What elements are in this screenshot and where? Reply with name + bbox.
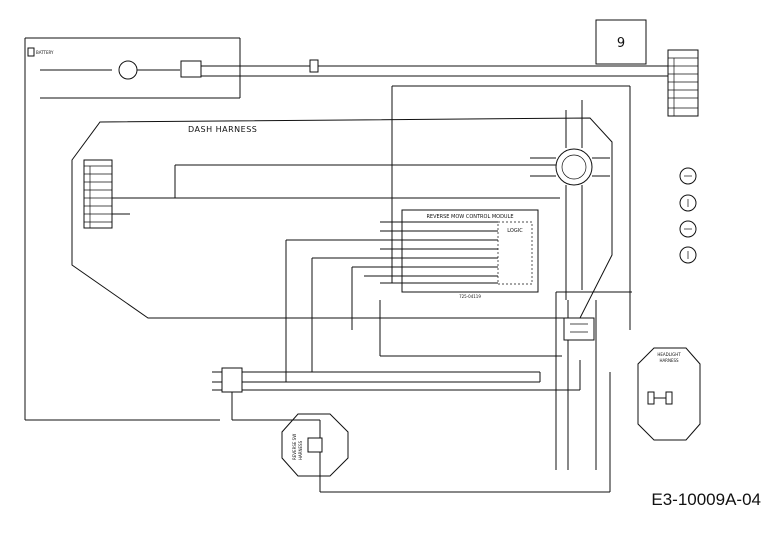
reverse-sw-label-2: HARNESS — [298, 440, 303, 460]
page-number: 9 — [617, 36, 625, 51]
relay-block — [556, 291, 632, 341]
fuse-holder — [309, 59, 319, 73]
headlight-label-1: HEADLIGHT — [657, 352, 681, 357]
module-wires — [286, 221, 498, 284]
left-connector-table — [83, 159, 560, 229]
key-position-diagrams — [679, 167, 697, 264]
module-part-number: 725-04119 — [459, 294, 481, 299]
battery-section: BATTERY — [24, 37, 670, 420]
headlight-label-2: HARNESS — [659, 358, 679, 363]
reverse-sw-label-1: REVERSE SW — [292, 434, 297, 460]
reverse-mow-control-module: REVERSE MOW CONTROL MODULE LOGIC 725-041… — [401, 209, 539, 299]
module-title: REVERSE MOW CONTROL MODULE — [426, 214, 513, 220]
dash-harness-label: DASH HARNESS — [188, 125, 257, 134]
figure-code: E3-10009A-04 — [651, 490, 761, 509]
solenoid-block — [180, 60, 202, 78]
page-number-box — [595, 19, 647, 65]
bottom-bus — [25, 360, 611, 493]
battery-label: BATTERY — [36, 50, 54, 55]
motor-symbol — [118, 60, 138, 80]
ignition-switch — [530, 100, 610, 300]
reverse-sw-harness: REVERSE SW HARNESS — [281, 413, 349, 477]
reverse-switch-connector — [221, 367, 243, 393]
headlight-harness: HEADLIGHT HARNESS — [637, 347, 701, 441]
ignition-connector-table — [667, 49, 699, 117]
logic-label: LOGIC — [507, 228, 523, 234]
